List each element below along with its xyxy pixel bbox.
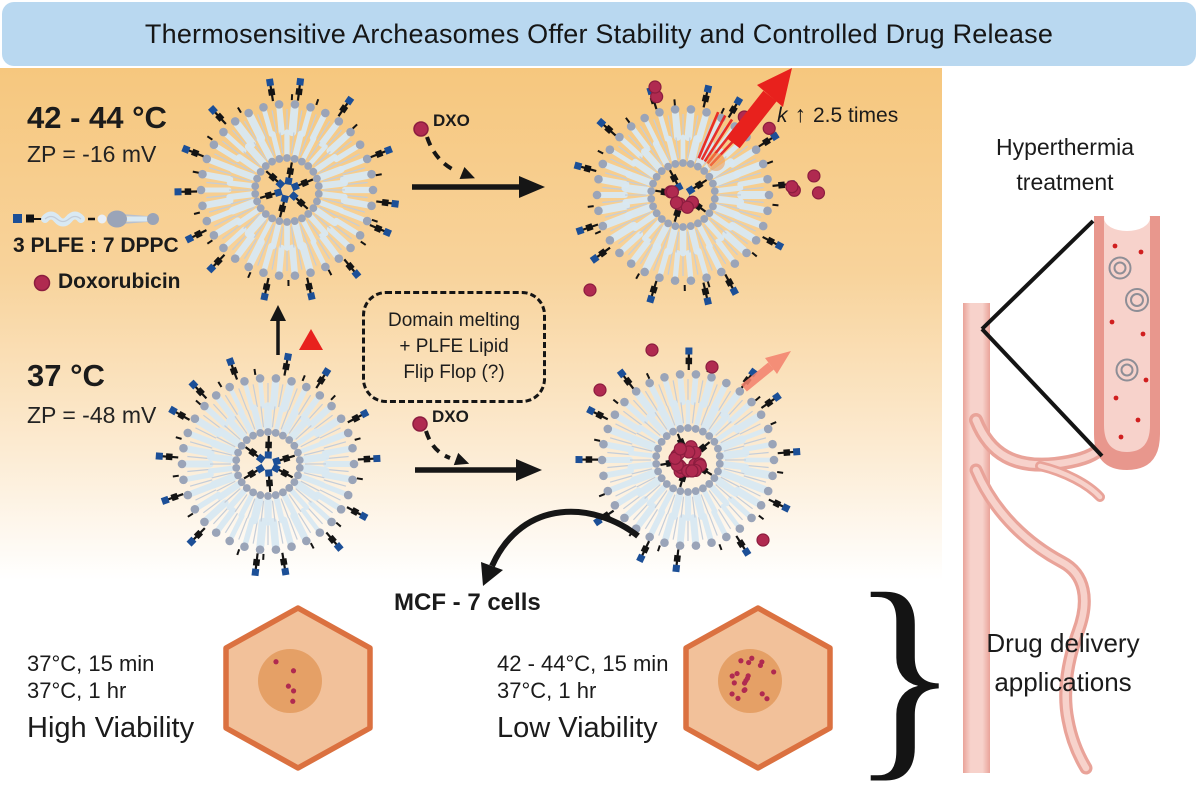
- low-viability-block: 42 - 44°C, 15 min 37°C, 1 hr Low Viabili…: [497, 650, 668, 746]
- dxo-dot-bottom: [412, 416, 428, 432]
- heated-zeta-label: ZP = -16 mV: [27, 141, 157, 167]
- dxo-label-top: DXO: [433, 111, 470, 130]
- mcf7-cell-high-viability: [223, 605, 373, 771]
- legend-composition: 3 PLFE : 7 DPPC: [13, 234, 179, 257]
- fast-release-arrow: [707, 68, 792, 171]
- dxo-dot-top: [413, 121, 429, 137]
- liposome-heated-empty: [174, 77, 400, 301]
- mechanism-box: Domain melting + PLFE Lipid Flip Flop (?…: [362, 291, 546, 403]
- reaction-arrow-top: [412, 136, 545, 198]
- body-temperature-label: 37 °C: [27, 358, 105, 393]
- up-arrow-icon: ↑: [794, 101, 807, 127]
- legend-drug: Doxorubicin: [58, 270, 181, 293]
- title-bar: Thermosensitive Archeasomes Offer Stabil…: [2, 2, 1196, 66]
- dxo-label-bottom: DXO: [432, 407, 469, 426]
- mcf7-cell-low-viability: [683, 605, 833, 771]
- plfe-lipid-icon: [13, 211, 107, 227]
- zoom-callout-line-bottom: [980, 327, 1104, 458]
- body-zeta-label: ZP = -48 mV: [27, 402, 157, 428]
- heated-temperature-label: 42 - 44 °C: [27, 100, 167, 135]
- high-viability-result: High Viability: [27, 711, 195, 744]
- heating-arrow: [270, 305, 323, 355]
- liposome-37c-empty: [155, 352, 381, 577]
- hyperthermia-label: Hyperthermia treatment: [995, 134, 1135, 195]
- liposome-illustrations: [155, 77, 833, 771]
- magnified-vessel: [1094, 205, 1160, 470]
- mcf-cells-label: MCF - 7 cells: [394, 589, 541, 616]
- high-viability-block: 37°C, 15 min 37°C, 1 hr High Viability: [27, 650, 194, 746]
- figure-title: Thermosensitive Archeasomes Offer Stabil…: [144, 18, 1054, 49]
- legend-icons: [13, 210, 159, 292]
- zoom-callout-line-top: [980, 219, 1095, 331]
- rate-increase-label: k ↑ 2.5 times: [777, 101, 899, 127]
- reaction-arrow-bottom: [415, 430, 542, 481]
- main-vessel: [963, 303, 990, 773]
- liposome-37c-loaded: [575, 347, 801, 573]
- dppc-lipid-icon: [107, 210, 159, 228]
- drug-delivery-label: Drug delivery applications: [986, 628, 1140, 697]
- curly-brace: }: [850, 548, 960, 800]
- low-viability-result: Low Viability: [497, 711, 658, 744]
- heat-triangle-icon: [299, 329, 323, 350]
- circulating-liposomes: [1108, 256, 1149, 382]
- slow-release-arrow: [741, 351, 791, 392]
- free-drug-dots: [1109, 243, 1149, 440]
- dxo-dashed-arrowhead: [459, 166, 475, 180]
- to-cells-arrow: [481, 508, 640, 586]
- doxorubicin-icon: [33, 274, 51, 292]
- blood-vessel-illustration: [963, 205, 1160, 775]
